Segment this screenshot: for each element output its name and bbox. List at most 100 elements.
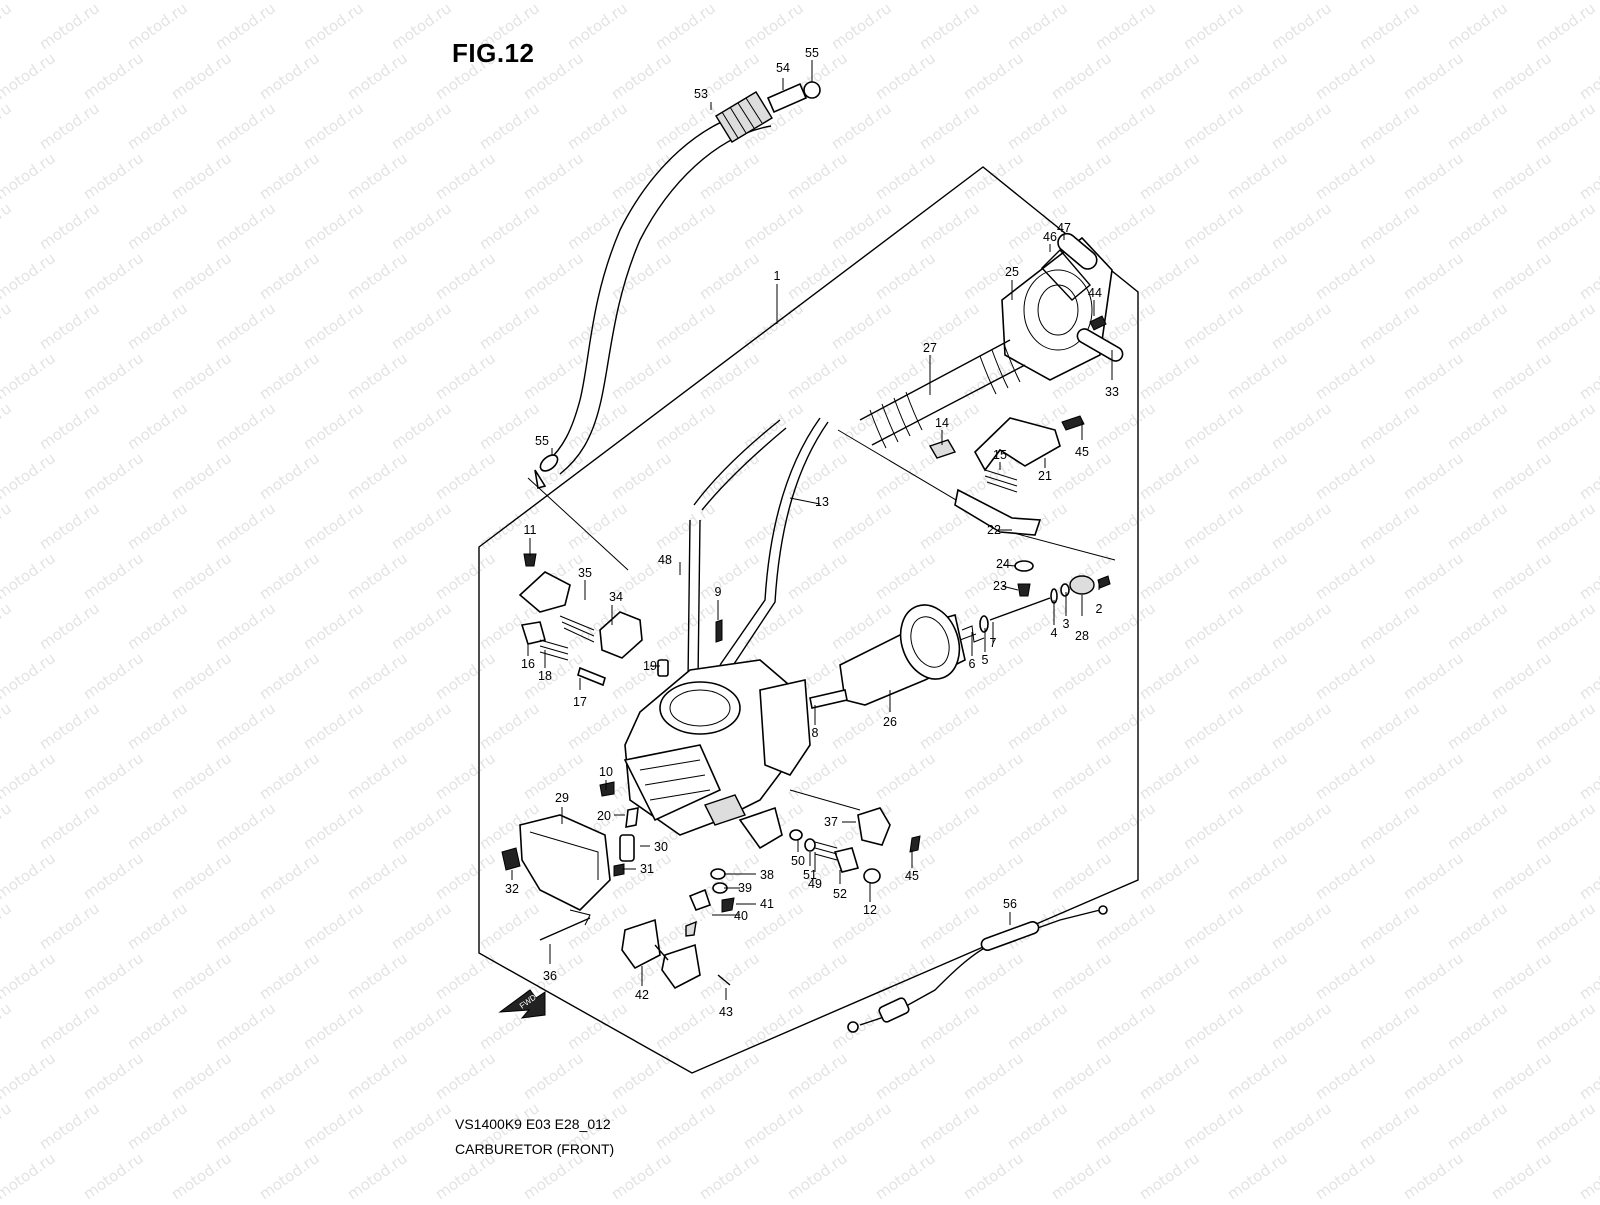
callout-35: 35 xyxy=(578,566,592,580)
watermark-text: motod.ru xyxy=(476,699,543,753)
watermark-text: motod.ru xyxy=(256,1149,323,1200)
watermark-text: motod.ru xyxy=(0,1099,15,1153)
watermark-text: motod.ru xyxy=(1532,899,1599,953)
watermark-text: motod.ru xyxy=(256,349,323,403)
watermark-text: motod.ru xyxy=(784,249,851,303)
callout-48: 48 xyxy=(658,553,672,567)
watermark-text: motod.ru xyxy=(1576,349,1600,403)
callout-52: 52 xyxy=(833,887,847,901)
callout-44: 44 xyxy=(1088,286,1102,300)
watermark-text: motod.ru xyxy=(80,749,147,803)
watermark-text: motod.ru xyxy=(1488,949,1555,1003)
watermark-text: motod.ru xyxy=(1224,1149,1291,1200)
needle-8 xyxy=(809,689,848,709)
oring-38 xyxy=(710,868,726,880)
watermark-text: motod.ru xyxy=(344,1049,411,1103)
callout-42: 42 xyxy=(635,988,649,1002)
watermark-text: motod.ru xyxy=(1224,349,1291,403)
watermark-text: motod.ru xyxy=(36,1099,103,1153)
watermark-text: motod.ru xyxy=(608,449,675,503)
watermark-text: motod.ru xyxy=(696,949,763,1003)
watermark-text: motod.ru xyxy=(1312,749,1379,803)
watermark-text: motod.ru xyxy=(300,299,367,353)
watermark-text: motod.ru xyxy=(212,0,279,53)
diaphragm-34 xyxy=(599,611,643,659)
watermark-text: motod.ru xyxy=(1356,399,1423,453)
watermark-text: motod.ru xyxy=(1488,449,1555,503)
watermark-text: motod.ru xyxy=(1136,349,1203,403)
callout-34: 34 xyxy=(609,590,623,604)
watermark-text: motod.ru xyxy=(432,949,499,1003)
watermark-text: motod.ru xyxy=(1356,499,1423,553)
watermark-text: motod.ru xyxy=(1576,749,1600,803)
watermark-text: motod.ru xyxy=(300,1099,367,1153)
watermark-text: motod.ru xyxy=(740,599,807,653)
watermark-text: motod.ru xyxy=(1576,949,1600,1003)
valve-40 xyxy=(688,888,712,912)
watermark-text: motod.ru xyxy=(1356,999,1423,1053)
watermark-text: motod.ru xyxy=(344,449,411,503)
watermark-text: motod.ru xyxy=(212,199,279,253)
watermark-text: motod.ru xyxy=(872,1149,939,1200)
watermark-text: motod.ru xyxy=(828,199,895,253)
spring-27 xyxy=(859,339,1026,449)
callout-45: 45 xyxy=(905,869,919,883)
watermark-text: motod.ru xyxy=(1400,1149,1467,1200)
callout-32: 32 xyxy=(505,882,519,896)
watermark-text: motod.ru xyxy=(652,999,719,1053)
watermark-text: motod.ru xyxy=(916,999,983,1053)
callout-17: 17 xyxy=(573,695,587,709)
watermark-text: motod.ru xyxy=(124,99,191,153)
watermark-text: motod.ru xyxy=(740,199,807,253)
watermark-text: motod.ru xyxy=(960,49,1027,103)
watermark-text: motod.ru xyxy=(1180,599,1247,653)
watermark-text: motod.ru xyxy=(1444,1099,1511,1153)
hose-13 xyxy=(719,417,829,671)
watermark-text: motod.ru xyxy=(36,299,103,353)
assembly-boundary xyxy=(478,166,1139,1074)
watermark-text: motod.ru xyxy=(124,299,191,353)
watermark-text: motod.ru xyxy=(0,99,15,153)
watermark-text: motod.ru xyxy=(0,999,15,1053)
watermark-text: motod.ru xyxy=(212,899,279,953)
watermark-text: motod.ru xyxy=(652,399,719,453)
watermark-text: motod.ru xyxy=(1180,199,1247,253)
watermark-text: motod.ru xyxy=(1136,949,1203,1003)
callout-49: 49 xyxy=(808,877,822,891)
callout-36: 36 xyxy=(543,969,557,983)
watermark-text: motod.ru xyxy=(1224,949,1291,1003)
screw-10 xyxy=(599,781,615,797)
watermark-text: motod.ru xyxy=(828,0,895,53)
pin-43 xyxy=(717,974,731,986)
watermark-text: motod.ru xyxy=(256,749,323,803)
watermark-text: motod.ru xyxy=(344,49,411,103)
watermark-text: motod.ru xyxy=(1312,249,1379,303)
watermark-text: motod.ru xyxy=(828,1099,895,1153)
callout-46: 46 xyxy=(1043,230,1057,244)
watermark-text: motod.ru xyxy=(1576,849,1600,903)
lever-22 xyxy=(954,488,1042,536)
watermark-text: motod.ru xyxy=(432,1049,499,1103)
watermark-text: motod.ru xyxy=(1488,349,1555,403)
callout-8: 8 xyxy=(812,726,819,740)
float-42 xyxy=(621,918,701,990)
watermark-text: motod.ru xyxy=(740,1099,807,1153)
watermark-text: motod.ru xyxy=(168,349,235,403)
watermark-text: motod.ru xyxy=(344,649,411,703)
watermark-text: motod.ru xyxy=(1136,149,1203,203)
watermark-text: motod.ru xyxy=(80,849,147,903)
watermark-text: motod.ru xyxy=(124,699,191,753)
watermark-text: motod.ru xyxy=(1400,649,1467,703)
watermark-text: motod.ru xyxy=(0,349,59,403)
watermark-text: motod.ru xyxy=(300,399,367,453)
callout-11: 11 xyxy=(524,523,537,537)
watermark-text: motod.ru xyxy=(1224,649,1291,703)
screw-52 xyxy=(833,847,860,873)
callout-51: 51 xyxy=(803,868,817,882)
watermark-text: motod.ru xyxy=(564,299,631,353)
watermark-text: motod.ru xyxy=(696,549,763,603)
watermark-text: motod.ru xyxy=(1268,399,1335,453)
fwd-arrow: FWD xyxy=(498,989,546,1019)
